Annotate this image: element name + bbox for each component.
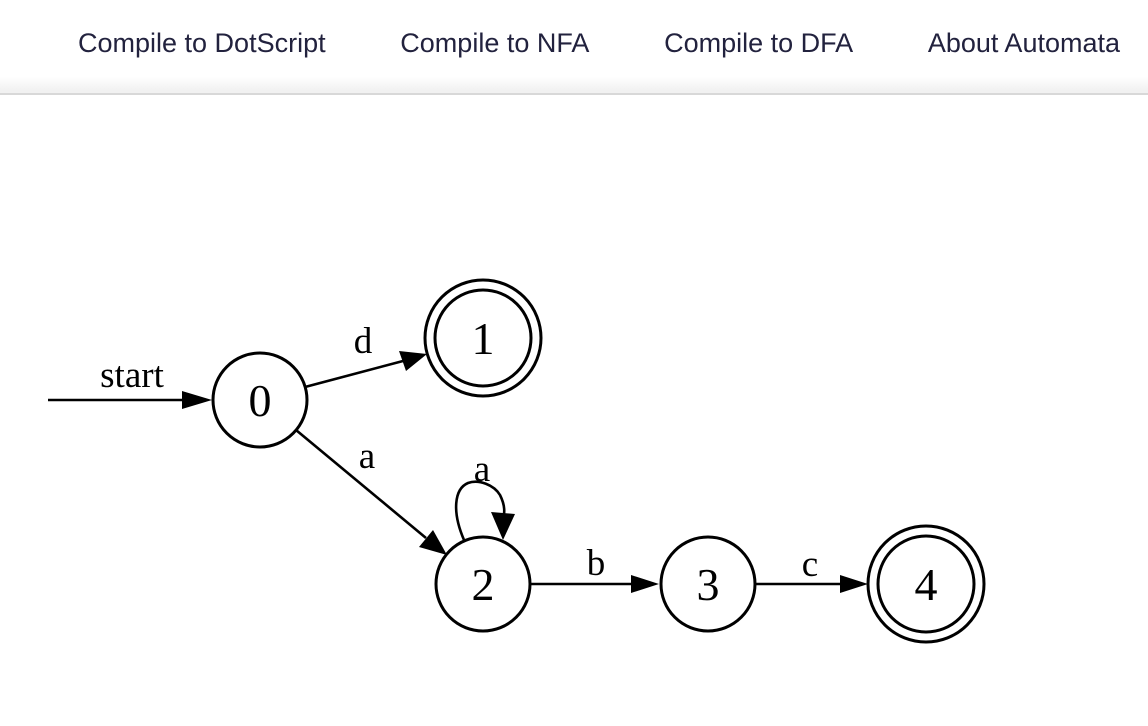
state-4-label: 4 (915, 559, 938, 610)
edge-2-2-loop-path (454, 480, 506, 541)
edge-0-1-label: d (354, 321, 373, 362)
state-node-3: 3 (659, 535, 757, 633)
edge-3-4-arrowhead-icon (840, 575, 868, 593)
diagram-canvas: start d a a b (0, 95, 1148, 726)
state-3-circle (659, 535, 757, 633)
edge-2-3: b (531, 543, 659, 593)
nav-item-compile-to-nfa[interactable]: Compile to NFA (400, 28, 590, 58)
nav-item-about-automata[interactable]: About Automata (927, 28, 1120, 58)
state-0-circle (211, 351, 309, 449)
state-node-4: 4 (866, 524, 986, 644)
navbar: Compile to DotScript Compile to NFA Comp… (0, 0, 1148, 95)
edge-0-1-line (304, 359, 404, 389)
start-arrow: start (48, 355, 212, 409)
state-2-label: 2 (472, 559, 495, 610)
edge-2-3-label: b (587, 543, 606, 584)
automaton-diagram: start d a a b (48, 278, 986, 644)
start-label: start (100, 355, 164, 396)
state-node-2: 2 (434, 535, 532, 633)
start-arrowhead-icon (182, 391, 212, 409)
state-node-0: 0 (211, 351, 309, 449)
edge-0-1: d (304, 321, 427, 389)
edge-3-4-label: c (802, 544, 818, 585)
state-node-1: 1 (423, 278, 543, 398)
edge-2-2-arrowhead-icon (491, 512, 515, 540)
edge-0-1-arrowhead-icon (399, 351, 427, 371)
edge-0-2: a (295, 429, 447, 555)
state-4-inner-circle (876, 534, 976, 634)
nav-items: Compile to DotScript Compile to NFA Comp… (0, 28, 1148, 65)
state-4-outer-circle (866, 524, 986, 644)
state-3-label: 3 (697, 559, 720, 610)
nav-item-compile-to-dfa[interactable]: Compile to DFA (664, 28, 854, 58)
state-2-circle (434, 535, 532, 633)
edge-2-2-label: a (474, 449, 490, 490)
edge-2-3-arrowhead-icon (631, 575, 659, 593)
edge-3-4: c (755, 544, 868, 593)
edge-0-2-line (295, 429, 427, 539)
state-1-inner-circle (433, 288, 533, 388)
edge-0-2-arrowhead-icon (419, 530, 447, 555)
edge-2-2-self-loop: a (454, 449, 515, 541)
edge-0-2-label: a (359, 436, 375, 477)
state-1-outer-circle (423, 278, 543, 398)
state-0-label: 0 (249, 375, 272, 426)
nav-item-compile-to-dotscript[interactable]: Compile to DotScript (78, 28, 326, 58)
state-1-label: 1 (472, 313, 495, 364)
